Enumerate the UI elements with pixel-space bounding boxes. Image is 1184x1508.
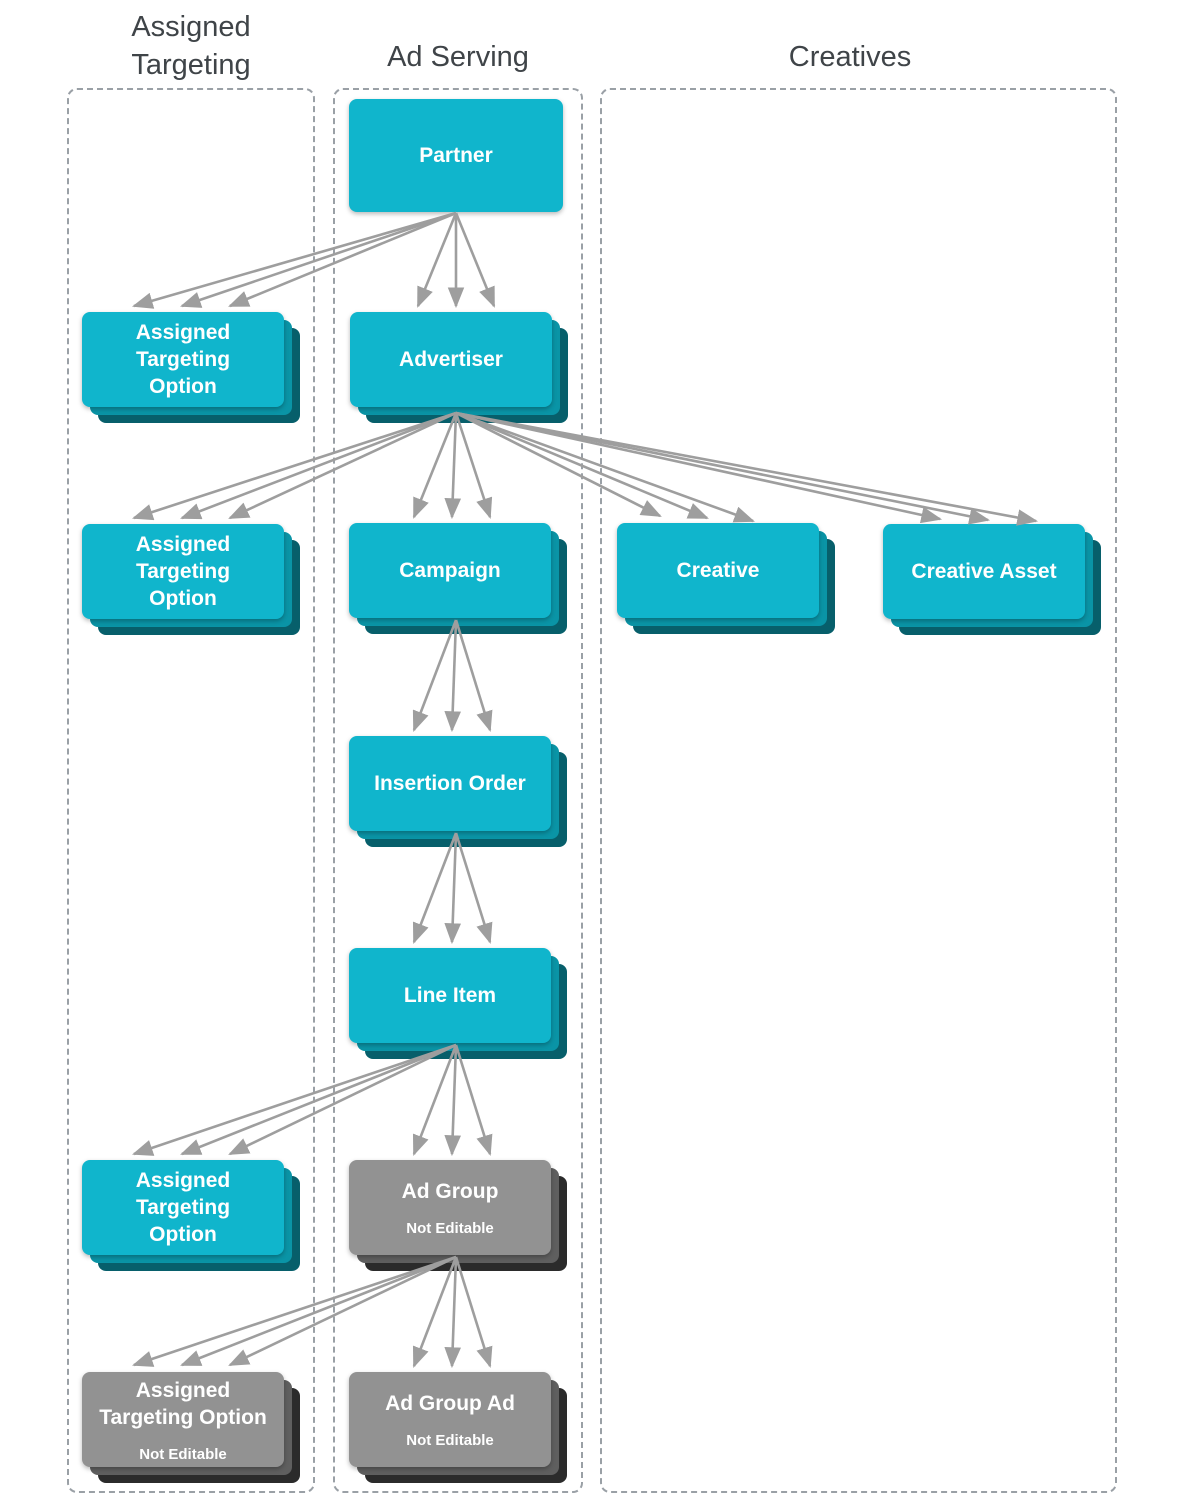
ad-serving-container xyxy=(333,88,583,1493)
assigned-targeting-container xyxy=(67,88,315,1493)
node-insertion-order: Insertion Order xyxy=(349,736,551,831)
node-creative-asset-label: Creative Asset xyxy=(911,560,1057,583)
node-advertiser-label: Advertiser xyxy=(399,348,503,371)
creatives-container xyxy=(600,88,1117,1493)
node-line-item-label: Line Item xyxy=(403,984,497,1007)
node-advertiser: Advertiser xyxy=(350,312,552,407)
node-ad-group-ad-label: Ad Group Ad xyxy=(385,1392,515,1415)
node-ad-group-ad: Ad Group Ad Not Editable xyxy=(349,1372,551,1467)
node-partner: Partner xyxy=(349,99,563,212)
column-header-ad-serving: Ad Serving xyxy=(387,41,529,73)
node-ad-group-sublabel: Not Editable xyxy=(406,1220,494,1237)
node-insertion-order-label: Insertion Order xyxy=(374,772,526,795)
column-header-assigned-targeting: Assigned Targeting xyxy=(131,11,251,81)
node-campaign: Campaign xyxy=(349,523,551,618)
column-header-creatives: Creatives xyxy=(788,41,912,73)
node-creative-asset: Creative Asset xyxy=(883,524,1085,619)
node-creative: Creative xyxy=(617,523,819,618)
node-partner-label: Partner xyxy=(419,144,493,167)
node-creative-label: Creative xyxy=(676,559,760,582)
node-campaign-label: Campaign xyxy=(399,559,501,582)
node-line-item: Line Item xyxy=(349,948,551,1043)
node-assigned-targeting-option-4-sublabel: Not Editable xyxy=(139,1445,227,1463)
node-ad-group-ad-sublabel: Not Editable xyxy=(406,1432,494,1449)
node-ad-group-label: Ad Group xyxy=(401,1180,499,1203)
